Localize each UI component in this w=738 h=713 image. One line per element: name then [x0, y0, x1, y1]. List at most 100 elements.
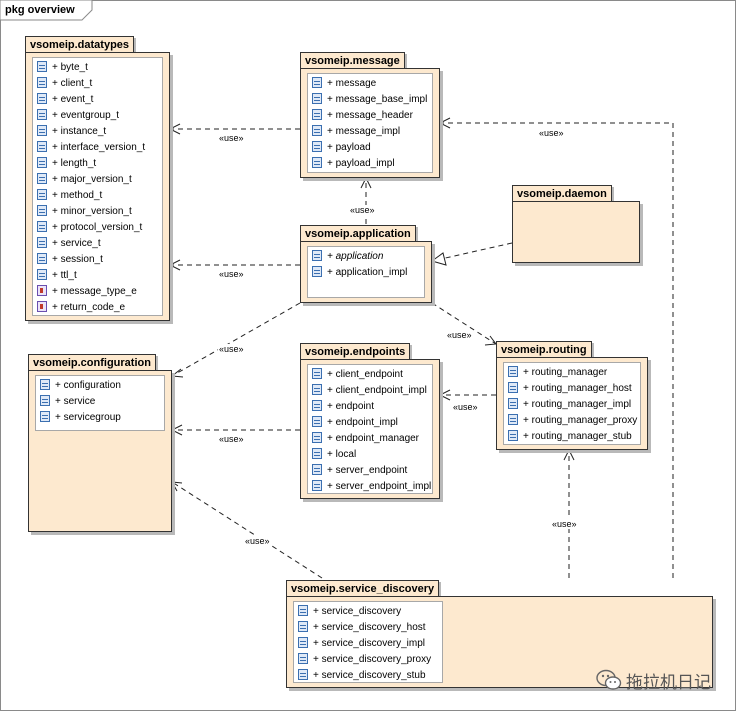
list-item[interactable]: + message_impl — [312, 124, 400, 140]
list-item[interactable]: + message_base_impl — [312, 92, 427, 108]
list-item[interactable]: + event_t — [37, 92, 93, 108]
list-item[interactable]: + application_impl — [312, 265, 407, 281]
list-item[interactable]: + byte_t — [37, 60, 88, 76]
list-item[interactable]: + service_t — [37, 236, 101, 252]
class-icon — [298, 604, 308, 616]
list-item[interactable]: + protocol_version_t — [37, 220, 142, 236]
class-icon — [312, 399, 322, 411]
class-icon — [312, 431, 322, 443]
list-item[interactable]: + service — [40, 394, 95, 410]
class-icon — [37, 188, 47, 200]
list-item[interactable]: + routing_manager_proxy — [508, 413, 637, 429]
list-item[interactable]: + routing_manager_host — [508, 381, 632, 397]
class-icon — [37, 140, 47, 152]
list-item[interactable]: + payload — [312, 140, 371, 156]
use-label-application-datatypes: «use» — [218, 269, 245, 279]
class-icon — [37, 92, 47, 104]
class-icon — [298, 652, 308, 664]
list-item[interactable]: + session_t — [37, 252, 103, 268]
list-item[interactable]: + return_code_e — [37, 300, 125, 316]
list-item[interactable]: + endpoint_manager — [312, 431, 419, 447]
class-icon — [37, 236, 47, 248]
class-icon — [508, 413, 518, 425]
package-message-title: vsomeip.message — [300, 52, 405, 69]
arrow-routing-endpoints — [438, 389, 451, 401]
list-item[interactable]: + client_t — [37, 76, 92, 92]
list-item[interactable]: + service_discovery_impl — [298, 636, 425, 652]
package-routing[interactable]: vsomeip.routing + routing_manager + rout… — [496, 341, 648, 450]
list-item[interactable]: + local — [312, 447, 356, 463]
list-item[interactable]: + service_discovery_host — [298, 620, 426, 636]
list-item[interactable]: + message — [312, 76, 376, 92]
list-item[interactable]: + service_discovery_proxy — [298, 652, 431, 668]
list-item[interactable]: + endpoint — [312, 399, 374, 415]
interface-icon — [312, 249, 322, 261]
class-icon — [508, 429, 518, 441]
list-item[interactable]: + service_discovery — [298, 604, 401, 620]
class-icon — [312, 265, 322, 277]
list-item[interactable]: + client_endpoint — [312, 367, 403, 383]
list-item[interactable]: + server_endpoint_impl — [312, 479, 431, 495]
use-label-message-datatypes: «use» — [218, 133, 245, 143]
list-item[interactable]: + eventgroup_t — [37, 108, 119, 124]
use-label-routing-endpoints: «use» — [452, 402, 479, 412]
package-configuration-contents: + configuration + service + servicegroup — [35, 375, 165, 431]
list-item[interactable]: + message_type_e — [37, 284, 137, 300]
class-icon — [37, 156, 47, 168]
list-item[interactable]: + minor_version_t — [37, 204, 132, 220]
list-item[interactable]: + interface_version_t — [37, 140, 145, 156]
list-item[interactable]: + ttl_t — [37, 268, 77, 284]
package-endpoints[interactable]: vsomeip.endpoints + client_endpoint + cl… — [300, 343, 440, 499]
list-item[interactable]: + service_discovery_stub — [298, 668, 426, 684]
class-icon — [37, 204, 47, 216]
arrow-application-message — [360, 176, 372, 189]
list-item[interactable]: + configuration — [40, 378, 121, 394]
package-message[interactable]: vsomeip.message + message + message_base… — [300, 52, 440, 178]
generalization-arrowhead — [430, 252, 447, 266]
package-configuration[interactable]: vsomeip.configuration + configuration + … — [28, 354, 172, 532]
enum-icon — [37, 284, 47, 296]
package-endpoints-contents: + client_endpoint + client_endpoint_impl… — [307, 364, 433, 494]
line-application-routing — [431, 302, 497, 345]
package-configuration-title: vsomeip.configuration — [28, 354, 156, 371]
list-item[interactable]: + endpoint_impl — [312, 415, 398, 431]
arrow-sd-message — [438, 117, 451, 129]
class-icon — [37, 124, 47, 136]
list-item[interactable]: + application — [312, 249, 383, 265]
use-label-sd-configuration: «use» — [244, 536, 271, 546]
list-item[interactable]: + routing_manager_stub — [508, 429, 632, 445]
package-routing-title: vsomeip.routing — [496, 341, 592, 358]
package-application[interactable]: vsomeip.application + application + appl… — [300, 225, 432, 303]
package-datatypes[interactable]: vsomeip.datatypes + byte_t + client_t + … — [25, 36, 170, 321]
line-application-configuration — [171, 302, 301, 377]
class-icon — [312, 124, 322, 136]
use-label-application-configuration: «use» — [218, 344, 245, 354]
list-item[interactable]: + routing_manager_impl — [508, 397, 631, 413]
package-daemon[interactable]: vsomeip.daemon — [512, 185, 640, 263]
list-item[interactable]: + length_t — [37, 156, 96, 172]
list-item[interactable]: + message_header — [312, 108, 413, 124]
wechat-icon — [596, 669, 622, 690]
class-icon — [312, 108, 322, 120]
list-item[interactable]: + method_t — [37, 188, 102, 204]
list-item[interactable]: + instance_t — [37, 124, 106, 140]
class-icon — [312, 76, 322, 88]
package-application-contents: + application + application_impl — [307, 246, 425, 298]
frame-label: pkg overview — [5, 4, 75, 16]
list-item[interactable]: + server_endpoint — [312, 463, 407, 479]
package-service-discovery[interactable]: vsomeip.service_discovery + service_disc… — [286, 580, 713, 688]
list-item[interactable]: + client_endpoint_impl — [312, 383, 427, 399]
list-item[interactable]: + routing_manager — [508, 365, 607, 381]
enum-icon — [37, 300, 47, 312]
class-icon — [312, 447, 322, 459]
list-item[interactable]: + servicegroup — [40, 410, 121, 426]
class-icon — [312, 367, 322, 379]
use-label-endpoints-configuration: «use» — [218, 434, 245, 444]
list-item[interactable]: + payload_impl — [312, 156, 395, 172]
class-icon — [37, 220, 47, 232]
list-item[interactable]: + major_version_t — [37, 172, 132, 188]
class-icon — [312, 140, 322, 152]
arrow-application-datatypes — [168, 259, 181, 271]
